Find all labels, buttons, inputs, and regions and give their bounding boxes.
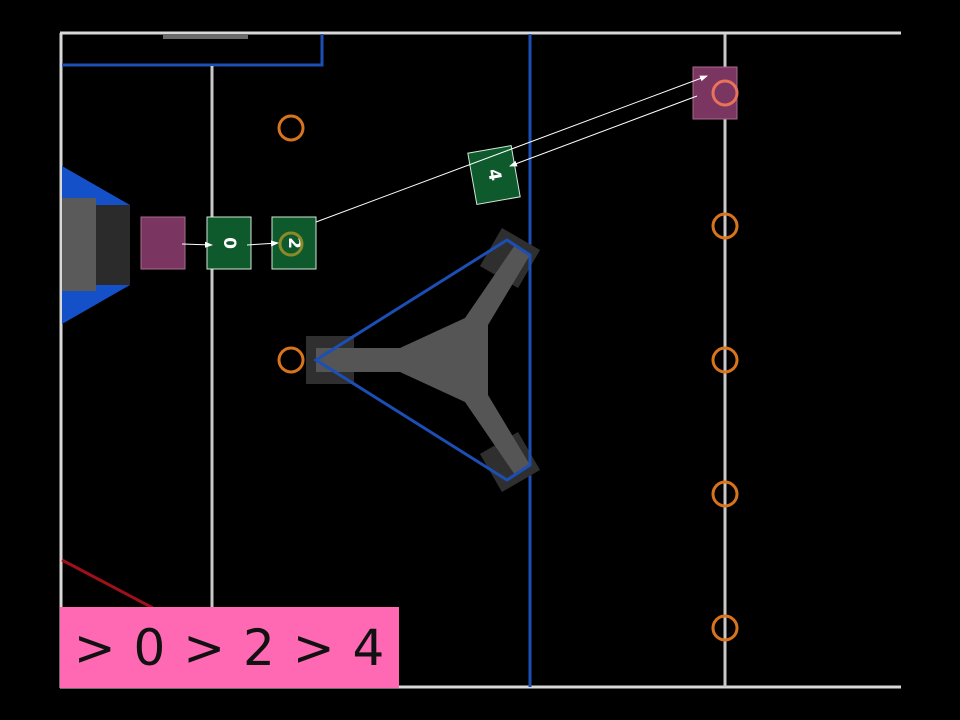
tile-2-label: 2 — [284, 237, 304, 249]
ring-icon — [277, 346, 305, 374]
sequence-banner: > 0 > 2 > 4 — [60, 607, 399, 688]
path-arrows — [181, 75, 708, 248]
tile-4[interactable]: 4 — [467, 144, 521, 206]
ring-icon — [711, 79, 739, 107]
ring-icon — [711, 212, 739, 240]
goal-tile[interactable] — [692, 66, 739, 120]
arrow-icon — [509, 95, 698, 167]
tile-4-label: 4 — [483, 167, 505, 182]
target-rings — [277, 114, 739, 642]
tile-0[interactable]: 0 — [206, 216, 252, 270]
ring-icon — [711, 614, 739, 642]
arrow-icon — [246, 240, 279, 247]
ring-icon — [711, 346, 739, 374]
ring-icon — [278, 231, 304, 257]
arrow-icon — [315, 75, 708, 223]
start-tile — [140, 216, 186, 270]
top-gray-bar — [163, 34, 248, 39]
tile-0-label: 0 — [219, 237, 239, 249]
ring-icon — [711, 480, 739, 508]
left-base — [62, 166, 130, 324]
ring-icon — [277, 114, 305, 142]
tile-2[interactable]: 2 — [271, 216, 317, 270]
top-blue-zone — [62, 34, 324, 67]
arrow-icon — [181, 241, 213, 248]
robot-icon[interactable] — [306, 227, 541, 493]
sequence-text: > 0 > 2 > 4 — [73, 618, 386, 677]
